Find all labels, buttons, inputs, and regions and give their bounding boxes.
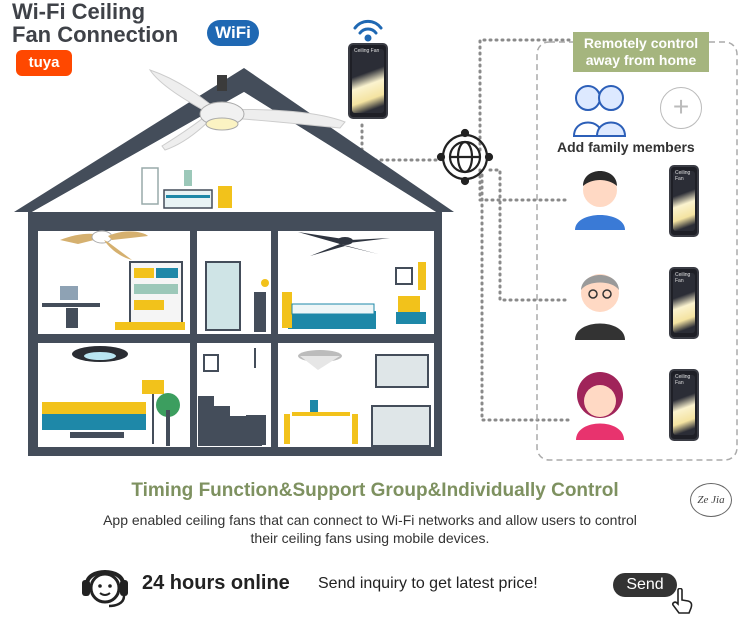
wifi-signal-icon [353,19,383,42]
phone-main: Ceiling Fan [348,43,388,119]
headset-icon [82,570,128,608]
description-line-2: their ceiling fans using mobile devices. [250,530,490,546]
illustration [14,19,738,461]
remote-line-2: away from home [585,52,697,68]
couple-avatar [572,85,627,137]
plus-icon[interactable]: + [660,87,702,129]
hand-pointer-icon [672,588,693,614]
remote-control-badge: Remotely control away from home [573,32,709,72]
description-line-1: App enabled ceiling fans that can connec… [103,512,637,528]
avatar-woman [576,372,624,440]
wifi-logo: WiFi [207,20,259,46]
phone-young-man: Ceiling Fan [669,165,699,237]
signature-logo: Ze Jia [690,483,732,517]
add-family-label: Add family members [557,139,695,155]
phone-woman: Ceiling Fan [669,369,699,441]
house-roof [14,68,454,212]
online-text: 24 hours online [142,572,290,594]
avatar-old-man [575,274,625,340]
family-panel [536,41,738,461]
avatar-young-man [575,171,625,230]
page-title: Wi-Fi Ceiling Fan Connection [12,0,178,46]
ceiling-fan-main [148,69,346,151]
remote-line-1: Remotely control [583,35,699,51]
title-line-2: Fan Connection [12,22,179,47]
feature-heading: Timing Function&Support Group&Individual… [131,480,619,501]
globe-network-icon [436,128,494,186]
title-line-1: Wi-Fi Ceiling [12,0,146,24]
send-button[interactable]: Send [613,573,677,597]
feature-description: App enabled ceiling fans that can connec… [40,511,700,547]
inquiry-text: Send inquiry to get latest price! [318,575,538,592]
tuya-logo: tuya [16,50,72,76]
phone-old-man: Ceiling Fan [669,267,699,339]
